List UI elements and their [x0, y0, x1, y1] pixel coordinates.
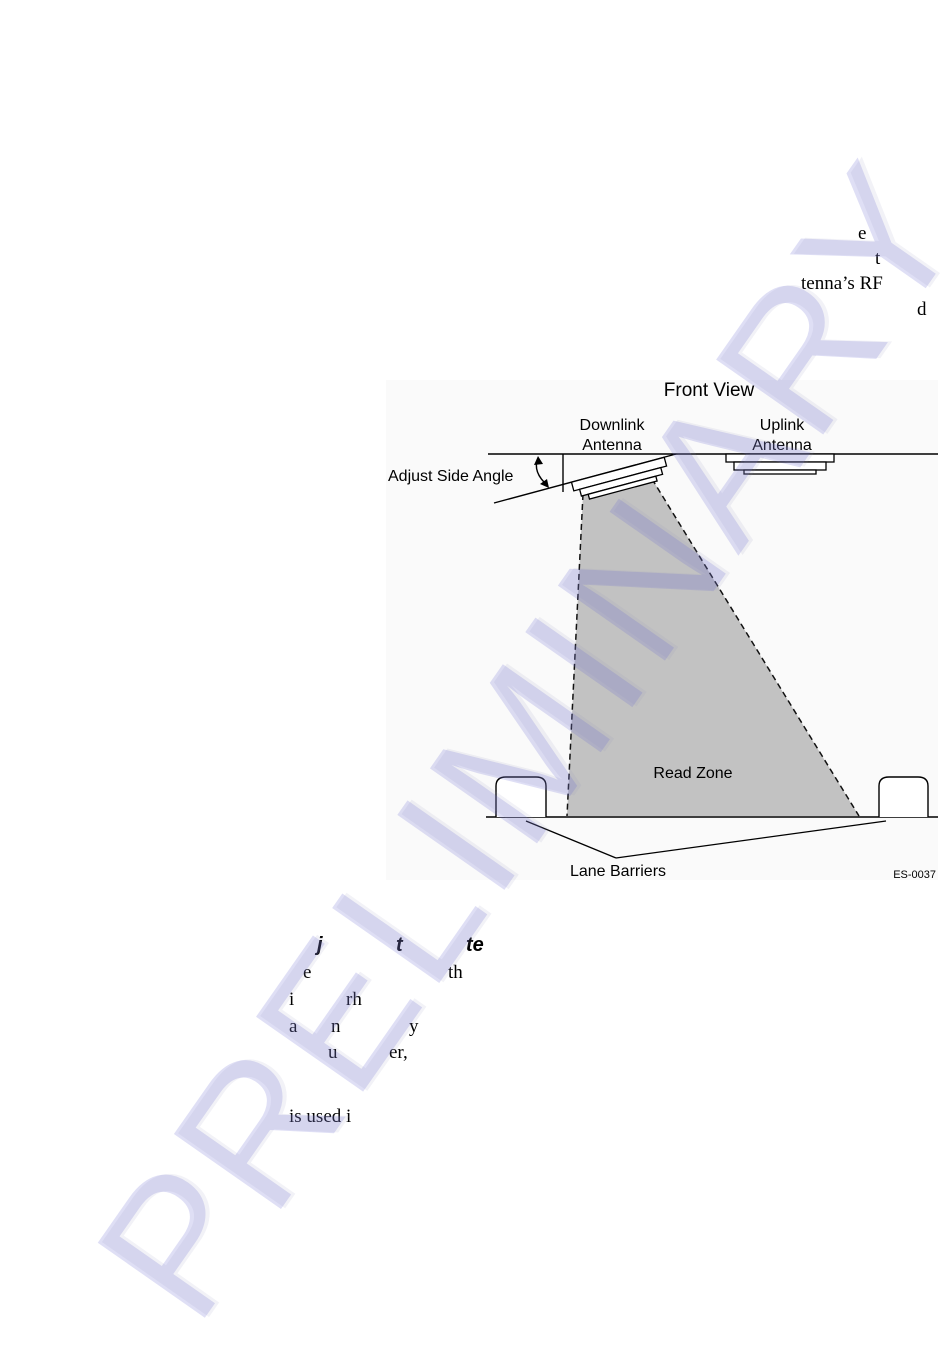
lane-barriers-label: Lane Barriers: [570, 863, 666, 880]
barrier-pointer-left: [525, 820, 617, 859]
text-fragment: a: [289, 1016, 298, 1037]
text-fragment: t: [875, 248, 881, 269]
lane-barrier-left: [495, 776, 547, 817]
text-fragment: y: [409, 1016, 419, 1037]
text-fragment: is used i: [289, 1106, 352, 1127]
front-view-figure: Front View Downlink Antenna Uplink Anten…: [386, 372, 938, 880]
figure-title: Front View: [664, 380, 755, 401]
text-fragment: er,: [389, 1042, 408, 1063]
uplink-label-line1: Uplink: [760, 417, 805, 434]
figure-id: ES-0037: [893, 869, 936, 880]
text-fragment: u: [328, 1042, 338, 1063]
read-zone: [567, 479, 859, 816]
text-fragment: tenna’s RF: [801, 273, 883, 294]
heading-fragment: j: [317, 934, 323, 956]
uplink-antenna: [725, 453, 835, 475]
text-fragment: d: [917, 299, 927, 320]
heading-fragment: t: [396, 934, 403, 956]
downlink-antenna: [570, 456, 668, 500]
text-fragment: i: [289, 989, 295, 1010]
uplink-label-line2: Antenna: [752, 437, 812, 454]
text-fragment: e: [858, 223, 867, 244]
adjust-side-angle-label: Adjust Side Angle: [388, 468, 514, 485]
barrier-pointer-right: [615, 820, 887, 859]
heading-fragment: te: [466, 934, 484, 956]
downlink-label-line1: Downlink: [580, 417, 646, 434]
text-fragment: rh: [346, 989, 362, 1010]
read-zone-left-edge: [566, 493, 584, 817]
lane-barrier-right: [878, 776, 929, 817]
text-fragment: th: [448, 962, 463, 983]
text-fragment: e: [303, 962, 312, 983]
read-zone-right-edge: [651, 478, 860, 817]
downlink-label-line2: Antenna: [582, 437, 642, 454]
text-fragment: n: [331, 1016, 341, 1037]
read-zone-label: Read Zone: [653, 765, 732, 782]
